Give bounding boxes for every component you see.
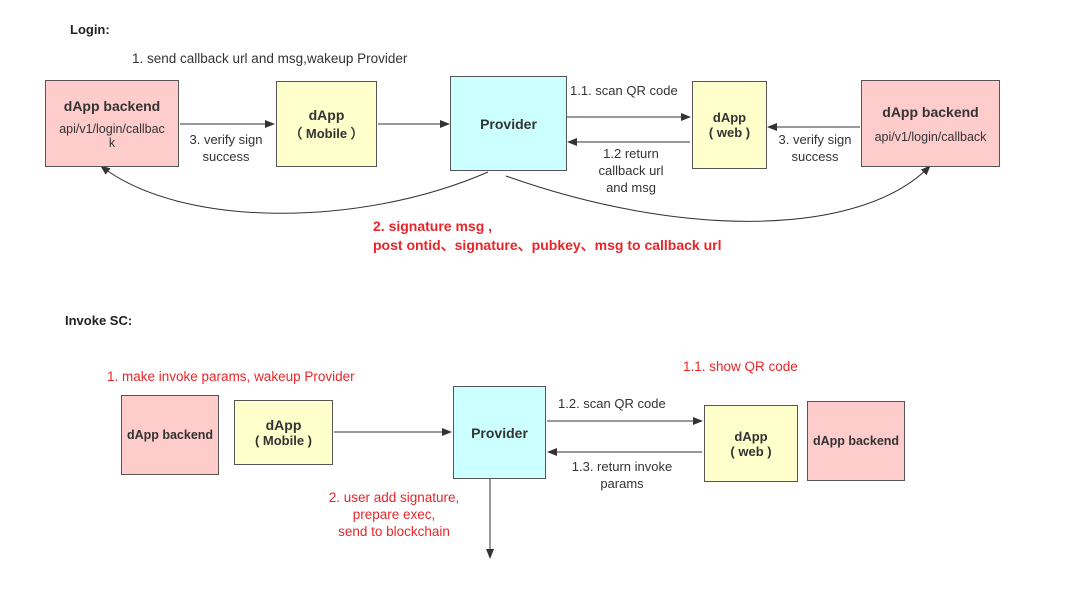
login-heading: Login: — [70, 22, 110, 37]
invoke-mobile-box: dApp ( Mobile ) — [234, 400, 333, 465]
login-step3-right-label: 3. verify sign success — [771, 131, 859, 165]
arrow-provider-to-backend-right — [505, 165, 931, 222]
invoke-step1-3-line-2: params — [600, 476, 644, 491]
login-step3-left-line-2: success — [202, 149, 250, 164]
arrow-provider-to-backend-left — [100, 165, 489, 214]
login-backend-left-title: dApp backend — [63, 97, 161, 114]
invoke-provider-box: Provider — [453, 386, 546, 479]
login-step1-1-label: 1.1. scan QR code — [570, 83, 678, 98]
invoke-heading: Invoke SC: — [65, 313, 133, 328]
login-provider-box: Provider — [450, 76, 567, 171]
login-web-box: dApp ( web ) — [692, 81, 767, 169]
invoke-step1-label: 1. make invoke params, wakeup Provider — [107, 369, 355, 384]
login-step3-right-line-1: 3. verify sign — [778, 132, 852, 147]
invoke-mobile-subtitle: ( Mobile ) — [254, 433, 313, 448]
login-step2-line-1: 2. signature msg , — [373, 218, 493, 234]
login-web-title: dApp — [712, 110, 747, 125]
login-backend-right-subtitle: api/v1/login/callback — [874, 129, 987, 144]
login-step3-left-line-1: 3. verify sign — [189, 132, 263, 147]
login-backend-right-box: dApp backend api/v1/login/callback — [861, 80, 1000, 167]
login-step1-2-line-2: callback url — [598, 163, 664, 178]
invoke-web-subtitle: ( web ) — [730, 443, 772, 459]
invoke-backend-left-box: dApp backend — [121, 395, 219, 475]
invoke-step1-3-label: 1.3. return invoke params — [558, 458, 686, 492]
invoke-step1-2-label: 1.2. scan QR code — [558, 396, 666, 411]
invoke-backend-left-title: dApp backend — [126, 428, 214, 442]
login-web-subtitle: ( web ) — [708, 125, 751, 140]
invoke-backend-right-box: dApp backend — [807, 401, 905, 481]
login-backend-left-box: dApp backend api/v1/login/callbac k — [45, 80, 179, 167]
login-mobile-title: dApp — [308, 106, 345, 123]
login-provider-title: Provider — [480, 115, 537, 132]
login-step1-2-line-3: and msg — [606, 180, 656, 195]
invoke-step2-label: 2. user add signature, prepare exec, sen… — [315, 489, 473, 540]
login-mobile-box: dApp （ Mobile ） — [276, 81, 377, 167]
invoke-step1-3-line-1: 1.3. return invoke — [571, 459, 673, 474]
invoke-web-box: dApp ( web ) — [704, 405, 798, 482]
login-step1-2-label: 1.2 return callback url and msg — [588, 145, 674, 196]
login-step2-line-2: post ontid、signature、pubkey、msg to callb… — [373, 237, 722, 253]
invoke-step1-1-label: 1.1. show QR code — [683, 359, 798, 374]
login-step3-right-line-2: success — [791, 149, 839, 164]
invoke-web-title: dApp — [734, 428, 768, 444]
invoke-step2-line-2: prepare exec, — [352, 507, 436, 522]
invoke-step2-line-1: 2. user add signature, — [328, 490, 460, 505]
login-step3-left-label: 3. verify sign success — [183, 131, 269, 165]
login-backend-right-title: dApp backend — [882, 103, 979, 120]
login-step1-2-line-1: 1.2 return — [603, 146, 659, 161]
invoke-backend-right-title: dApp backend — [812, 434, 900, 448]
login-mobile-subtitle: （ Mobile ） — [289, 125, 364, 141]
login-step1-label: 1. send callback url and msg,wakeup Prov… — [132, 51, 408, 66]
login-step2-label: 2. signature msg , post ontid、signature、… — [373, 217, 722, 255]
login-backend-left-subtitle-1: api/v1/login/callbac — [59, 121, 165, 136]
login-backend-left-subtitle-2: k — [108, 135, 116, 150]
invoke-mobile-title: dApp — [265, 417, 302, 433]
invoke-provider-title: Provider — [471, 424, 528, 441]
invoke-step2-line-3: send to blockchain — [338, 524, 450, 539]
